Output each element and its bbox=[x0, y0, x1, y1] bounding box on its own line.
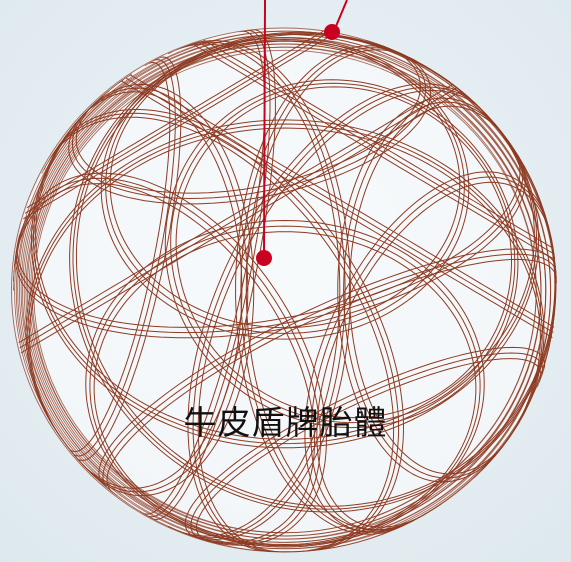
weave-strand bbox=[197, 41, 377, 149]
weave-strand bbox=[68, 45, 432, 205]
weave-strand bbox=[175, 86, 512, 419]
weave-strand bbox=[329, 181, 556, 356]
weave-strand bbox=[210, 86, 487, 320]
weave-strand bbox=[73, 56, 182, 462]
weave-strand bbox=[270, 358, 542, 452]
weave-strand bbox=[375, 147, 555, 255]
weave-strand bbox=[262, 346, 546, 445]
weave-strand bbox=[378, 143, 554, 249]
callout-dot-top bbox=[324, 24, 340, 40]
weave-strand bbox=[164, 79, 519, 429]
weave-strand bbox=[343, 101, 516, 291]
woven-sphere-icon bbox=[11, 27, 557, 553]
weave-strand bbox=[41, 116, 395, 552]
weave-strand bbox=[43, 112, 400, 552]
weave-strand bbox=[139, 30, 266, 515]
weave-strand bbox=[14, 149, 526, 339]
weave-strand bbox=[240, 47, 415, 291]
weave-strand bbox=[78, 102, 96, 121]
weave-strand bbox=[168, 43, 341, 537]
weave-strand bbox=[196, 450, 271, 544]
weave-strand bbox=[144, 29, 271, 518]
weave-strand bbox=[170, 82, 516, 424]
weave-strand bbox=[25, 119, 545, 464]
weave-strand bbox=[69, 31, 557, 513]
rim-strand bbox=[33, 49, 537, 534]
weave-strand bbox=[31, 90, 540, 449]
weave-strand bbox=[149, 29, 276, 520]
weave-strand bbox=[16, 138, 521, 328]
weave-strand bbox=[197, 320, 290, 552]
weave-strand bbox=[348, 289, 520, 475]
weave-strand bbox=[343, 289, 516, 479]
weave-strand bbox=[184, 443, 263, 540]
weave-strand bbox=[98, 371, 198, 489]
weave-strand bbox=[348, 105, 520, 291]
weave-strand bbox=[203, 258, 557, 381]
weave-strand bbox=[75, 39, 421, 194]
weave-strand bbox=[47, 108, 405, 552]
weave-strand bbox=[191, 43, 375, 153]
callout-dot-center bbox=[256, 250, 272, 266]
weave-strand bbox=[373, 151, 556, 261]
weave-strand bbox=[318, 171, 553, 353]
weave-strand bbox=[19, 86, 458, 349]
callout-pointers bbox=[256, 0, 348, 266]
weave-strand bbox=[13, 183, 316, 543]
weave-strand bbox=[266, 352, 544, 449]
callout-line-center bbox=[263, 0, 266, 258]
weave-strand bbox=[180, 40, 351, 540]
weave-strand bbox=[15, 145, 524, 334]
weave-strand bbox=[192, 319, 286, 552]
weave-strand bbox=[190, 447, 267, 542]
